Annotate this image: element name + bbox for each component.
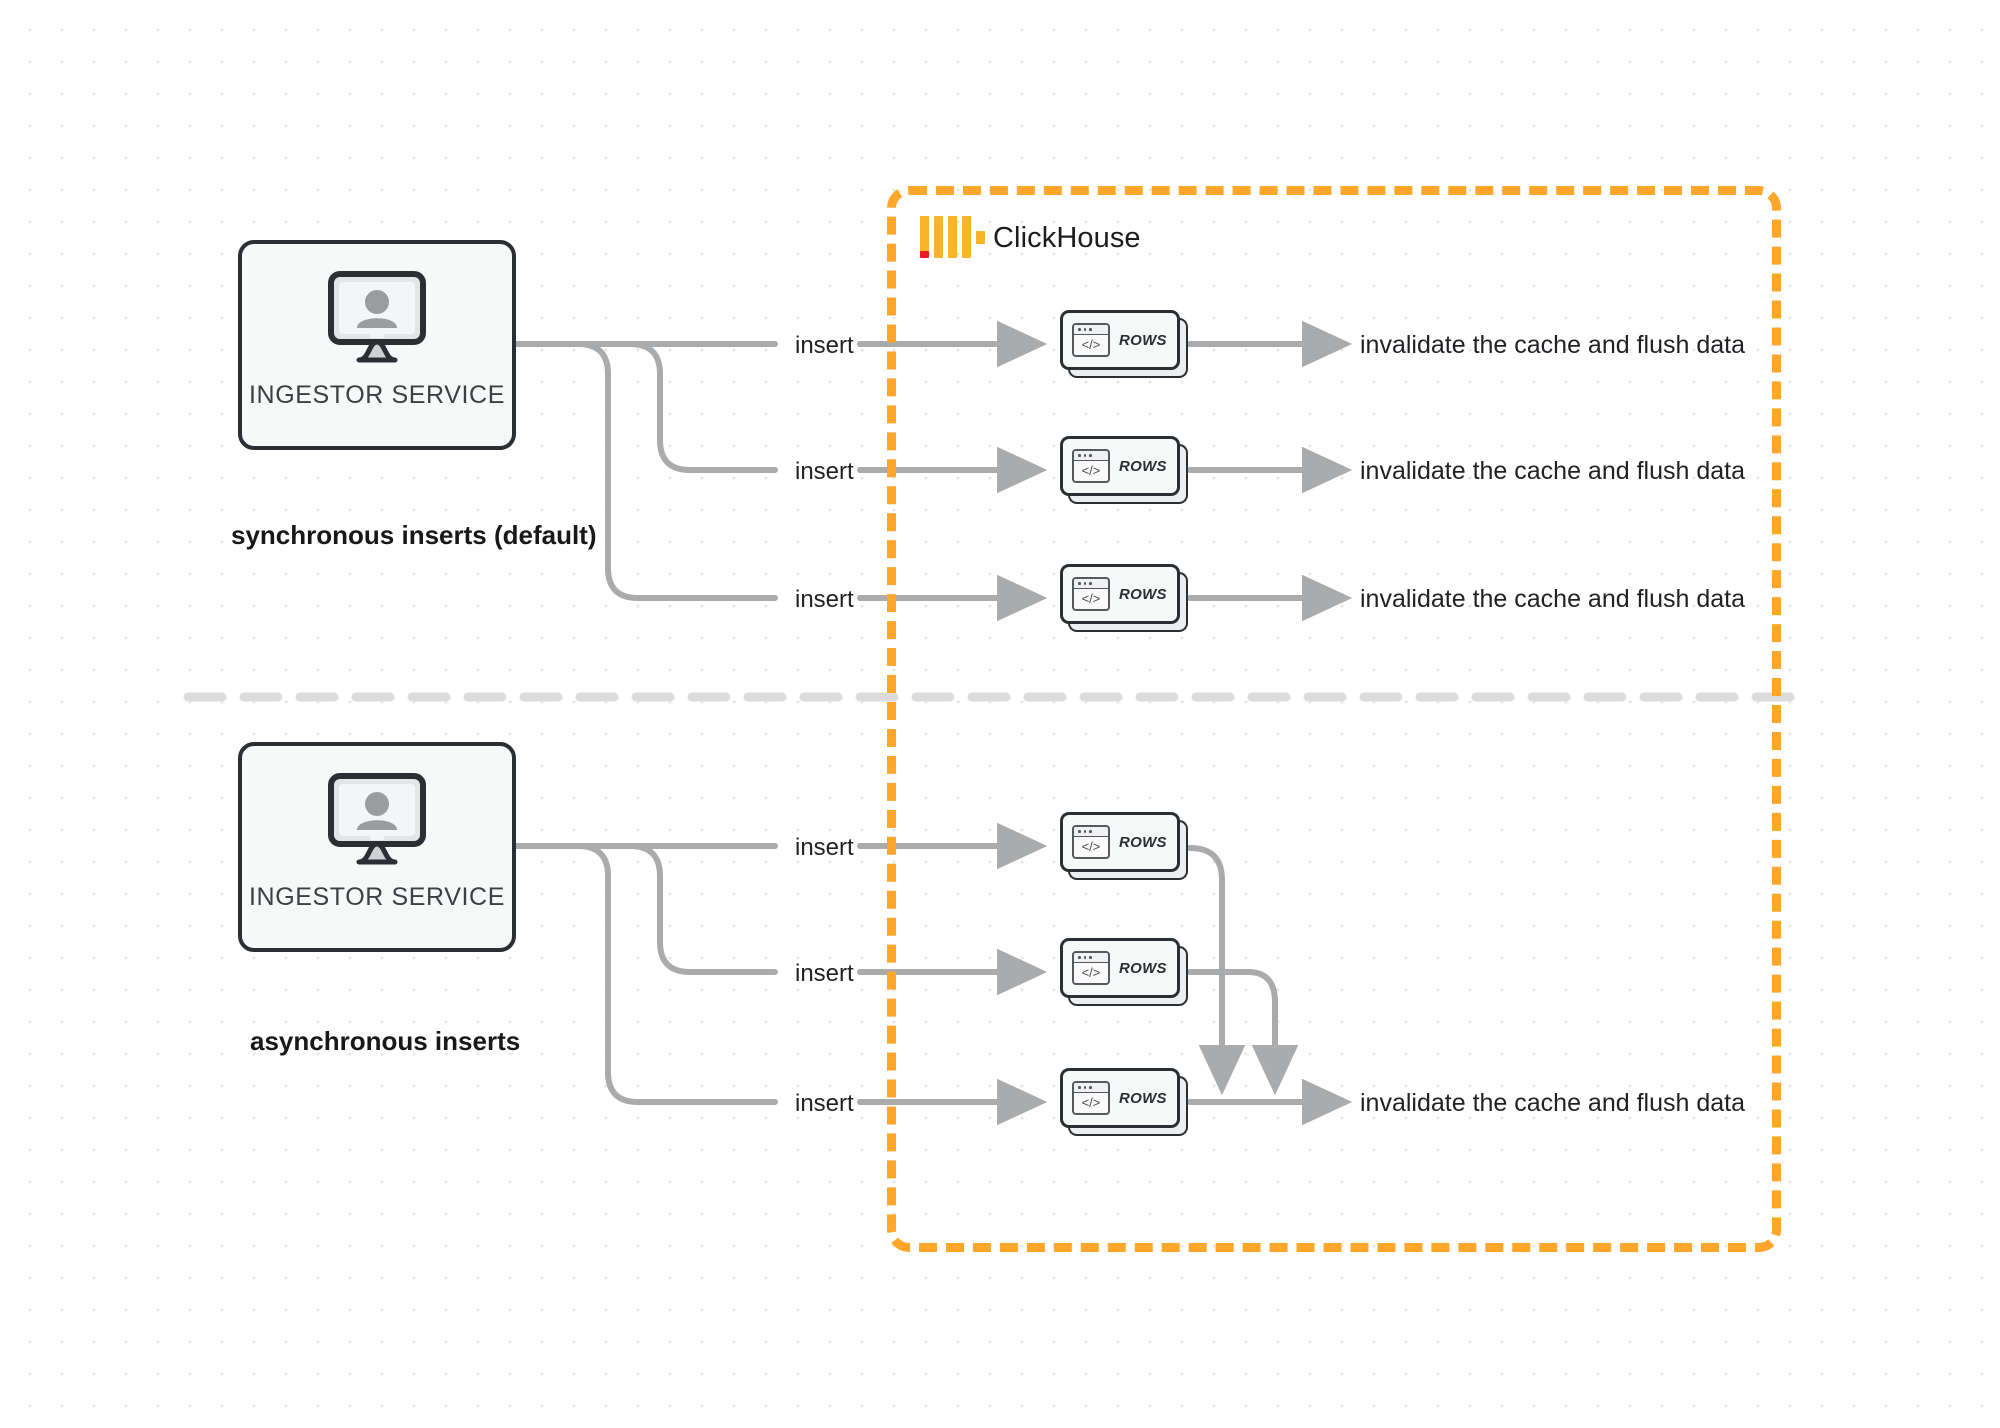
code-window-icon: </> xyxy=(1072,449,1110,483)
edge-label-async-2: insert xyxy=(795,960,854,987)
ingestor-service-label-sync: INGESTOR SERVICE xyxy=(249,381,505,409)
ingestor-service-async[interactable]: INGESTOR SERVICE xyxy=(238,742,516,952)
rows-node-card: </> ROWS xyxy=(1060,436,1180,496)
edge-label-sync-3: insert xyxy=(795,586,854,613)
rows-node-card: </> ROWS xyxy=(1060,1068,1180,1128)
rows-node-label: ROWS xyxy=(1119,1089,1167,1107)
rows-node-async-1[interactable]: </> ROWS xyxy=(1060,812,1188,880)
rows-node-sync-2[interactable]: </> ROWS xyxy=(1060,436,1188,504)
edge-label-async-3: insert xyxy=(795,1090,854,1117)
section-caption-sync: synchronous inserts (default) xyxy=(231,520,597,550)
rows-node-async-2[interactable]: </> ROWS xyxy=(1060,938,1188,1006)
wire-sync-branch-2 xyxy=(627,341,778,473)
wire-async-branch-3 xyxy=(575,843,778,1105)
wire-sync-branch-3 xyxy=(575,341,778,601)
rows-node-label: ROWS xyxy=(1119,331,1167,349)
rows-node-card: </> ROWS xyxy=(1060,310,1180,370)
wire-async-branch-2 xyxy=(627,843,778,975)
ingestor-service-sync[interactable]: INGESTOR SERVICE xyxy=(238,240,516,450)
rows-node-card: </> ROWS xyxy=(1060,564,1180,624)
clickhouse-boundary xyxy=(887,186,1781,1252)
sink-label-sync-3: invalidate the cache and flush data xyxy=(1360,585,1745,613)
rows-node-label: ROWS xyxy=(1119,959,1167,977)
rows-node-label: ROWS xyxy=(1119,833,1167,851)
rows-node-label: ROWS xyxy=(1119,457,1167,475)
clickhouse-logo xyxy=(920,216,985,258)
code-window-icon: </> xyxy=(1072,1081,1110,1115)
monitor-user-icon xyxy=(328,773,426,865)
edge-label-sync-1: insert xyxy=(795,332,854,359)
rows-node-card: </> ROWS xyxy=(1060,938,1180,998)
code-window-icon: </> xyxy=(1072,323,1110,357)
edge-label-sync-2: insert xyxy=(795,458,854,485)
ingestor-service-label-async: INGESTOR SERVICE xyxy=(249,883,505,911)
clickhouse-title: ClickHouse xyxy=(993,222,1141,254)
rows-node-sync-1[interactable]: </> ROWS xyxy=(1060,310,1188,378)
sink-label-sync-2: invalidate the cache and flush data xyxy=(1360,457,1745,485)
code-window-icon: </> xyxy=(1072,951,1110,985)
code-window-icon: </> xyxy=(1072,577,1110,611)
sink-label-sync-1: invalidate the cache and flush data xyxy=(1360,331,1745,359)
sink-label-async-merged: invalidate the cache and flush data xyxy=(1360,1089,1745,1117)
rows-node-async-3[interactable]: </> ROWS xyxy=(1060,1068,1188,1136)
rows-node-label: ROWS xyxy=(1119,585,1167,603)
rows-node-card: </> ROWS xyxy=(1060,812,1180,872)
edge-label-async-1: insert xyxy=(795,834,854,861)
rows-node-sync-3[interactable]: </> ROWS xyxy=(1060,564,1188,632)
code-window-icon: </> xyxy=(1072,825,1110,859)
monitor-user-icon xyxy=(328,271,426,363)
section-caption-async: asynchronous inserts xyxy=(250,1026,521,1056)
